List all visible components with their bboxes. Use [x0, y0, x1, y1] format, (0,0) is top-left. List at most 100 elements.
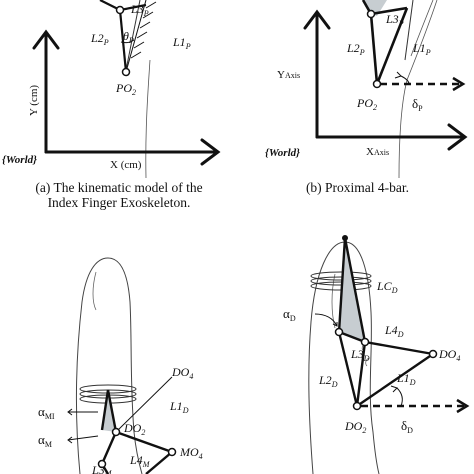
panel-a-kinematic-model: L3P L2P θP L1P PO2 Y (cm) X (cm) {World} — [2, 0, 221, 178]
label-l2p-b: L2 — [346, 41, 360, 55]
svg-text:αM: αM — [38, 432, 52, 449]
link-l1p-thin — [404, 0, 414, 61]
svg-text:L2P: L2P — [346, 41, 365, 57]
label-l4m: L4 — [129, 453, 143, 467]
svg-text:DO2: DO2 — [344, 419, 366, 435]
svg-text:DO4: DO4 — [438, 347, 460, 363]
label-l1p-b: L1 — [412, 41, 426, 55]
theta-arc — [120, 39, 135, 44]
joint-top-b — [366, 9, 376, 19]
joint-top — [115, 5, 125, 15]
reference-arrowhead-d — [456, 398, 470, 414]
svg-text:L2P: L2P — [90, 31, 109, 47]
label-do2-c: DO — [123, 421, 142, 435]
svg-text:αMI: αMI — [38, 404, 55, 421]
label-l3p: L3 — [130, 2, 144, 16]
caption-a-line2: Index Finger Exoskeleton. — [47, 195, 191, 210]
label-theta-p: θ — [123, 29, 129, 43]
joint-po2 — [121, 67, 131, 77]
finger-outline — [76, 257, 143, 474]
delta-arc-d — [396, 387, 403, 407]
reference-arrowhead — [452, 76, 466, 92]
svg-text:L3M: L3M — [91, 463, 113, 474]
svg-text:PO2: PO2 — [356, 96, 377, 112]
finger-outline-d — [308, 241, 380, 474]
svg-text:αD: αD — [283, 306, 296, 323]
label-l1d-d: L1 — [396, 371, 410, 385]
joint-do2 — [111, 427, 121, 437]
caption-a: (a) The kinematic model of the Index Fin… — [2, 180, 236, 210]
finger-contour-b — [410, 0, 434, 57]
label-l3p-b: L3 — [385, 12, 399, 26]
fingernail-d — [331, 273, 336, 329]
label-l3d: L3 — [350, 347, 364, 361]
label-do4-d: DO — [438, 347, 457, 361]
world-axes-b — [303, 9, 468, 151]
joint-do4-d — [428, 349, 438, 359]
joint-l4d — [360, 337, 370, 347]
panel-c-finger-model: DO4 L1D αMI αM DO2 MO4 L4M L3M — [38, 257, 203, 474]
label-alpha-d: α — [283, 306, 290, 321]
fingernail — [92, 271, 97, 311]
svg-text:L4D: L4D — [384, 323, 404, 339]
label-po2: PO — [115, 81, 132, 95]
svg-text:MO4: MO4 — [179, 445, 203, 461]
finger-contour — [398, 0, 438, 178]
world-label-b: {World} — [265, 147, 300, 159]
label-mo4: MO — [179, 445, 199, 459]
joint-mo4 — [167, 447, 177, 457]
panel-b-proximal-4bar: L3P L2P L1P PO2 δP YAxis XAxis {World} — [265, 0, 468, 178]
y-axis-label: Y (cm) — [28, 85, 40, 116]
svg-text:L2D: L2D — [318, 373, 338, 389]
joint-tip — [342, 235, 348, 241]
delta-arc-arrow — [394, 71, 402, 79]
label-delta-p: δ — [412, 96, 418, 111]
label-do2-d: DO — [344, 419, 363, 433]
svg-text:δP: δP — [412, 96, 423, 113]
label-l4d: L4 — [384, 323, 398, 337]
proximal-links — [361, 0, 409, 85]
svg-text:DO2: DO2 — [123, 421, 145, 437]
distal-links — [337, 237, 434, 407]
world-label: {World} — [2, 154, 37, 166]
label-l2d: L2 — [318, 373, 332, 387]
label-lcd: LC — [376, 279, 393, 293]
panel-d-distal-model: LCD αD L4D L3D DO4 L2D L1D DO2 δD — [283, 235, 470, 474]
svg-text:PO2: PO2 — [115, 81, 136, 97]
x-axis-label: X (cm) — [110, 159, 142, 171]
x-axis-label-b: X — [366, 146, 374, 158]
label-l2p: L2 — [90, 31, 104, 45]
alpha-pointer-arrow — [332, 322, 338, 327]
svg-text:XAxis: XAxis — [366, 146, 389, 158]
joint-bottom — [97, 459, 107, 469]
caption-b: (b) Proximal 4-bar. — [250, 180, 465, 195]
joint-po2-b — [372, 79, 382, 89]
svg-text:LCD: LCD — [376, 279, 398, 295]
label-delta-d: δ — [401, 418, 407, 433]
svg-text:L4M: L4M — [129, 453, 151, 469]
svg-text:L3D: L3D — [350, 347, 370, 363]
caption-a-line1: (a) The kinematic model of the — [35, 180, 203, 195]
svg-text:YAxis: YAxis — [277, 69, 300, 81]
svg-text:L1D: L1D — [396, 371, 416, 387]
finger-contour-left — [125, 0, 141, 71]
svg-text:L1P: L1P — [412, 41, 431, 57]
joint-l3d — [334, 327, 344, 337]
y-axis-label-b: Y — [277, 69, 285, 81]
shaded-coupler — [339, 238, 365, 342]
ground-hatching — [125, 0, 157, 73]
pointer-do4 — [115, 376, 173, 433]
caption-b-line1: (b) Proximal 4-bar. — [305, 180, 410, 195]
shaded-region-c — [102, 390, 116, 432]
svg-text:L3P: L3P — [385, 12, 404, 28]
label-l1d-c: L1 — [169, 399, 183, 413]
svg-text:L3P: L3P — [130, 2, 149, 18]
alpha-arrows — [67, 408, 99, 444]
label-l1p: L1 — [172, 35, 186, 49]
finger-contour-right — [145, 59, 151, 178]
label-alpha-mi: α — [38, 404, 45, 419]
svg-text:θP: θP — [123, 29, 134, 45]
svg-text:L1P: L1P — [172, 35, 191, 51]
world-axes — [32, 29, 221, 166]
svg-text:δD: δD — [401, 418, 413, 435]
